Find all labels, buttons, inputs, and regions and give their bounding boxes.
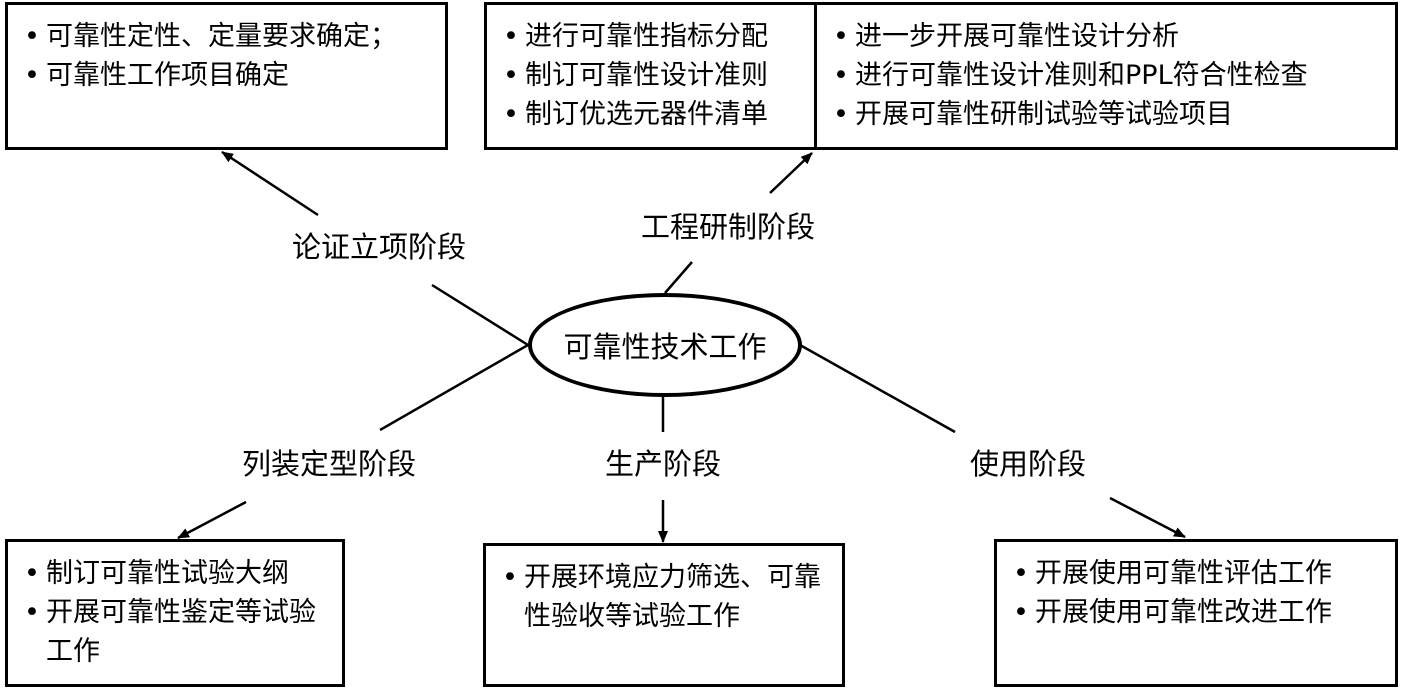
list-item: 可靠性定性、定量要求确定； [22, 17, 435, 56]
phase-label-production: 生产阶段 [603, 446, 724, 482]
connector-finalization-upper [379, 343, 529, 432]
arrow-demonstration [221, 150, 319, 217]
usage-list: 开展使用可靠性评估工作 开展使用可靠性改进工作 [1011, 554, 1385, 632]
center-node: 可靠性技术工作 [528, 293, 802, 397]
phase-label-usage: 使用阶段 [968, 446, 1089, 482]
connector-usage-upper [799, 343, 956, 434]
list-item: 制订可靠性设计准则 [501, 56, 804, 95]
list-item: 进一步开展可靠性设计分析 [831, 17, 1385, 56]
arrow-usage [1109, 496, 1186, 539]
list-item: 开展使用可靠性评估工作 [1011, 554, 1385, 593]
finalization-box: 制订可靠性试验大纲 开展可靠性鉴定等试验工作 [5, 539, 345, 687]
engineering-left-list: 进行可靠性指标分配 制订可靠性设计准则 制订优选元器件清单 [501, 17, 804, 134]
list-item: 可靠性工作项目确定 [22, 56, 435, 95]
list-item: 开展可靠性鉴定等试验工作 [22, 593, 332, 671]
list-item: 进行可靠性指标分配 [501, 17, 804, 56]
phase-label-finalization: 列装定型阶段 [240, 446, 419, 482]
demonstration-list: 可靠性定性、定量要求确定； 可靠性工作项目确定 [22, 17, 435, 95]
production-list: 开展环境应力筛选、可靠性验收等试验工作 [500, 558, 832, 636]
arrow-finalization [177, 500, 247, 540]
finalization-list: 制订可靠性试验大纲 开展可靠性鉴定等试验工作 [22, 554, 332, 671]
center-label: 可靠性技术工作 [563, 330, 767, 364]
engineering-right-list: 进一步开展可靠性设计分析 进行可靠性设计准则和PPL符合性检查 开展可靠性研制试… [831, 17, 1385, 134]
production-box: 开展环境应力筛选、可靠性验收等试验工作 [483, 543, 845, 687]
usage-box: 开展使用可靠性评估工作 开展使用可靠性改进工作 [994, 539, 1398, 687]
list-item: 制订优选元器件清单 [501, 95, 804, 134]
list-item: 开展环境应力筛选、可靠性验收等试验工作 [500, 558, 832, 636]
demonstration-box: 可靠性定性、定量要求确定； 可靠性工作项目确定 [5, 2, 448, 150]
connector-demonstration-lower [431, 283, 529, 347]
phase-label-engineering: 工程研制阶段 [639, 209, 818, 245]
list-item: 开展使用可靠性改进工作 [1011, 593, 1385, 632]
list-item: 制订可靠性试验大纲 [22, 554, 332, 593]
engineering-left-box: 进行可靠性指标分配 制订可靠性设计准则 制订优选元器件清单 [484, 2, 817, 150]
arrow-engineering [769, 152, 813, 194]
connector-engineering-lower [664, 261, 693, 294]
engineering-right-box: 进一步开展可靠性设计分析 进行可靠性设计准则和PPL符合性检查 开展可靠性研制试… [814, 2, 1398, 150]
phase-label-demonstration: 论证立项阶段 [290, 229, 469, 265]
list-item: 进行可靠性设计准则和PPL符合性检查 [831, 56, 1385, 95]
list-item: 开展可靠性研制试验等试验项目 [831, 95, 1385, 134]
